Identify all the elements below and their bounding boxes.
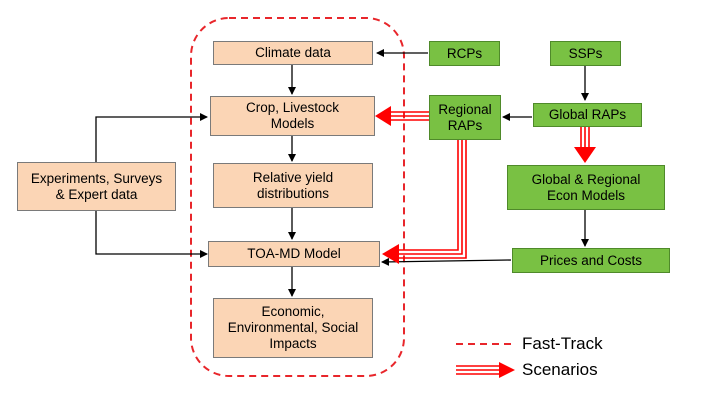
prices-costs-label: Prices and Costs [539,252,643,268]
legend-fast-track-label: Fast-Track [522,334,603,353]
regional-raps-label: Regional RAPs [438,101,492,133]
global-raps-label: Global RAPs [548,107,627,122]
legend-scenarios-label: Scenarios [522,360,598,379]
arrow-experiments-to-crop [95,113,208,162]
climate-data-box: Climate data [213,41,373,65]
scenario-arrows [375,106,596,264]
scenario-arrow-regional-to-crop [375,106,429,126]
impacts-label: Economic, Environmental, Social Impacts [227,304,359,351]
legend-scenarios-swatch [456,362,515,378]
rcps-label: RCPs [446,45,483,61]
regional-raps-box: Regional RAPs [429,95,501,140]
climate-data-label: Climate data [255,45,331,60]
crop-livestock-models-label: Crop, Livestock Models [245,100,340,131]
impacts-box: Economic, Environmental, Social Impacts [213,298,373,358]
arrow-experiments-to-toa [95,211,208,258]
toa-md-model-label: TOA-MD Model [247,246,341,261]
experiments-surveys-box: Experiments, Surveys & Expert data [17,162,176,211]
ssps-box: SSPs [550,41,621,66]
prices-costs-box: Prices and Costs [512,248,670,273]
arrow-prices-to-toa [381,257,512,266]
ssps-label: SSPs [568,45,603,61]
scenario-arrow-regional-to-toa [382,140,467,264]
black-connectors [95,49,589,297]
experiments-surveys-label: Experiments, Surveys & Expert data [30,170,163,202]
econ-models-box: Global & Regional Econ Models [507,165,665,210]
econ-models-label: Global & Regional Econ Models [531,171,641,203]
crop-livestock-models-box: Crop, Livestock Models [210,96,375,136]
scenario-arrow-global-to-econ [574,127,596,163]
toa-md-model-box: TOA-MD Model [208,241,380,267]
relative-yield-box: Relative yield distributions [213,163,373,208]
rcps-box: RCPs [429,41,500,66]
relative-yield-label: Relative yield distributions [252,169,334,201]
global-raps-box: Global RAPs [533,103,642,127]
fast-track-region [190,17,405,377]
